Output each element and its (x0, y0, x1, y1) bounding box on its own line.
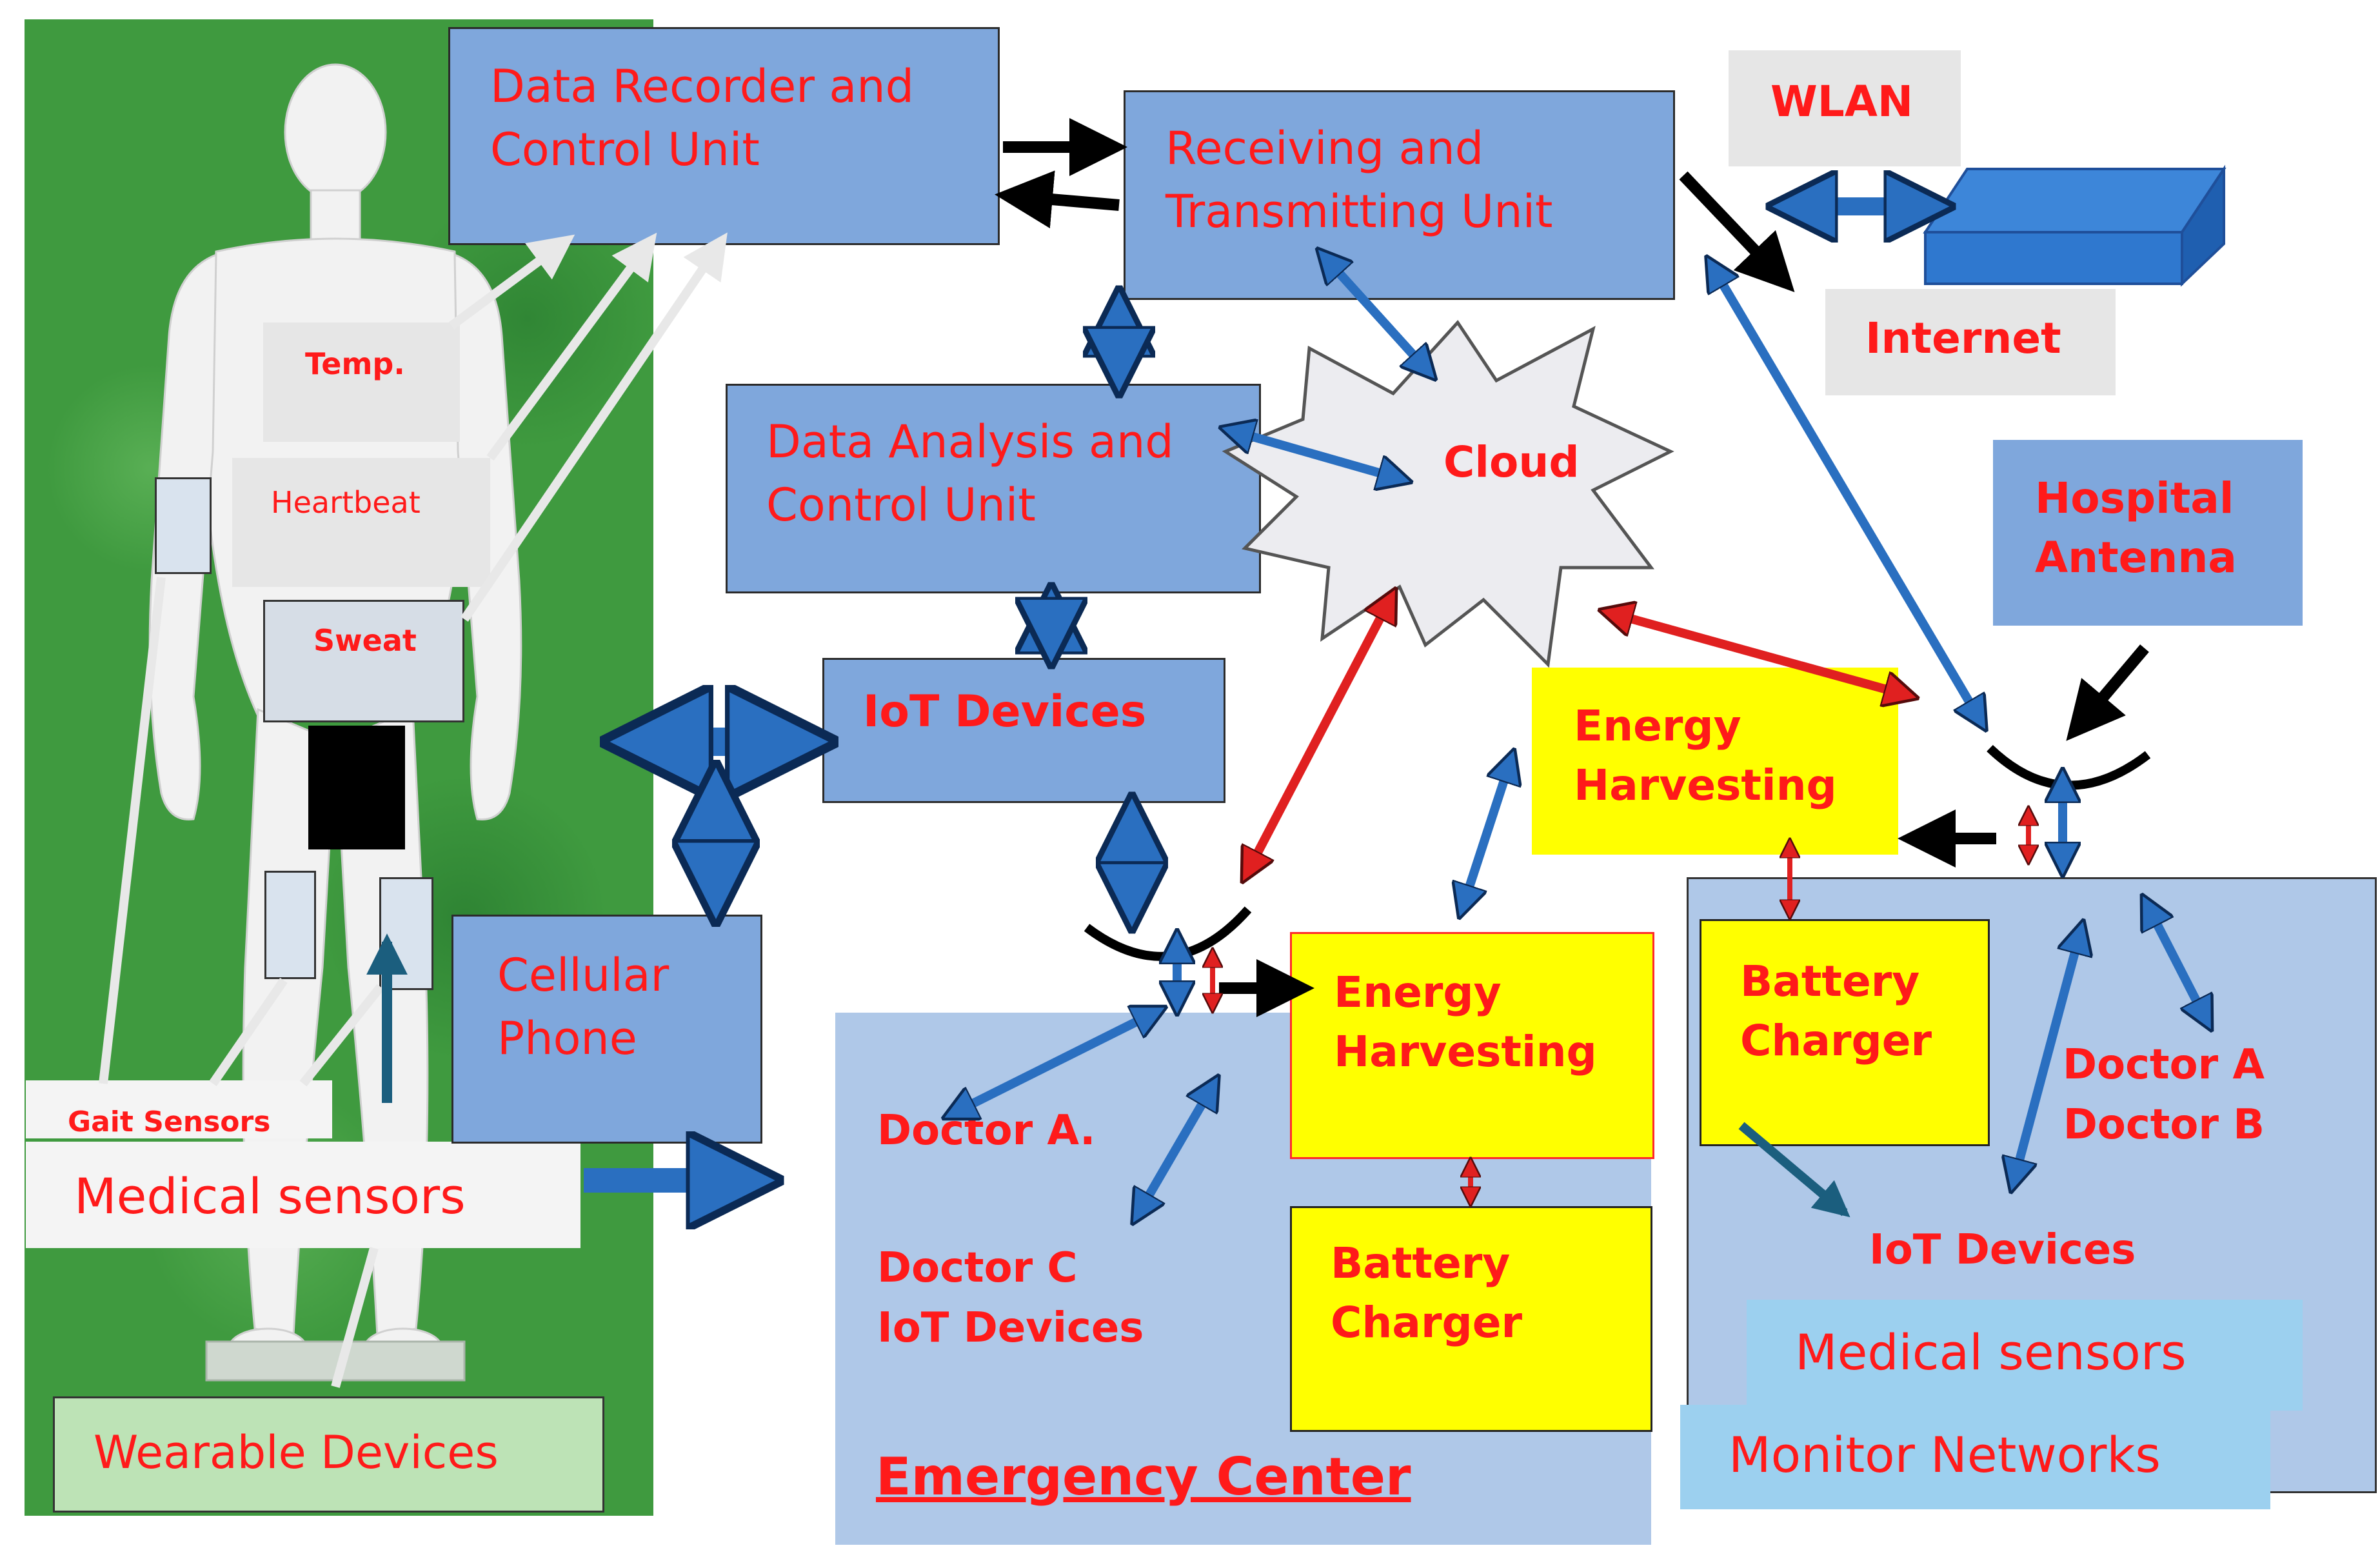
heartbeat-to-recorder-arrow (486, 232, 657, 461)
receiver-to-internet-arrow (1679, 171, 1795, 293)
hs-harvesting-ec-harvesting-arrow (1461, 755, 1512, 913)
receiving-transmitting-label: Receiving and Transmitting Unit (1165, 122, 1553, 238)
hs-antenna-arc (1987, 744, 2151, 790)
cloud-hs-red-arrow (1605, 611, 1912, 697)
wlan-box: WLAN (1729, 50, 1961, 166)
data-recorder-label: Data Recorder and Control Unit (490, 60, 915, 176)
wlan-label: WLAN (1770, 77, 1914, 126)
ec-antenna-doctor-c-arrow (1135, 1080, 1216, 1219)
receiver-cloud-double-arrow (1321, 253, 1432, 375)
cloud-ec-red-arrow (1245, 593, 1393, 877)
hs-battery-charger-label: Battery Charger (1740, 957, 1932, 1066)
gait-line-foot (331, 1247, 379, 1388)
receiver-hospital-antenna-arrow (1709, 261, 1983, 726)
ec-battery-charger-box: Battery Charger (1290, 1206, 1652, 1432)
ec-energy-harvesting-box: Energy Harvesting (1290, 932, 1654, 1159)
data-analysis-label: Data Analysis and Control Unit (766, 415, 1174, 531)
iot-devices-label: IoT Devices (863, 686, 1147, 737)
temp-to-recorder-arrow (448, 234, 575, 330)
hs-antenna-doctors-arrow (2145, 900, 2209, 1026)
ec-antenna-arc (1084, 906, 1252, 961)
heartbeat-label: Heartbeat (271, 485, 421, 520)
sweat-label: Sweat (313, 623, 417, 658)
temp-label-box: Temp. (263, 322, 460, 442)
gait-sensors-box: Gait Sensors (26, 1080, 332, 1138)
gait-sensors-label: Gait Sensors (68, 1106, 271, 1138)
temp-label: Temp. (305, 346, 405, 381)
ec-doctor-c-iot-label: Doctor C IoT Devices (877, 1244, 1144, 1352)
heartbeat-label-box: Heartbeat (232, 458, 490, 587)
monitor-networks-label: Monitor Networks (1729, 1426, 2161, 1484)
hs-iot-devices-label: IoT Devices (1869, 1226, 2136, 1274)
hs-antenna-iot-arrow (2012, 926, 2082, 1187)
thigh-sensor-left (264, 871, 316, 979)
charger-to-iot-arrow (1738, 1122, 1850, 1218)
monitor-networks-box: Monitor Networks (1680, 1405, 2270, 1509)
gait-line-right (299, 984, 384, 1087)
ec-energy-harvesting-label: Energy Harvesting (1334, 968, 1597, 1077)
hs-energy-harvesting-label: Energy Harvesting (1574, 701, 1837, 811)
ec-battery-charger-label: Battery Charger (1331, 1238, 1523, 1348)
cloud-label: Cloud (1443, 437, 1580, 487)
waist-black-block (308, 726, 405, 849)
cellular-phone-label: Cellular Phone (497, 949, 669, 1065)
hs-medical-sensors-box: Medical sensors (1747, 1300, 2303, 1411)
hs-battery-charger-box: Battery Charger (1700, 919, 1990, 1146)
wearable-devices-label: Wearable Devices (94, 1426, 499, 1479)
wearable-devices-box: Wearable Devices (53, 1396, 604, 1513)
analysis-cloud-double-arrow (1225, 429, 1406, 481)
medical-sensors-label: Medical sensors (74, 1167, 466, 1225)
gait-line-arm (99, 577, 166, 1084)
medical-sensors-box: Medical sensors (26, 1142, 580, 1248)
hospital-antenna-box: Hospital Antenna (1993, 440, 2303, 626)
gait-line-left (209, 978, 288, 1086)
cellular-phone-unit: Cellular Phone (451, 915, 762, 1144)
sweat-label-box: Sweat (263, 600, 464, 722)
sweat-to-recorder-arrow (461, 232, 728, 622)
iot-devices-unit: IoT Devices (822, 658, 1225, 803)
hospital-antenna-label: Hospital Antenna (2035, 473, 2237, 583)
emergency-center-title: Emergency Center (876, 1447, 1411, 1507)
antenna-pointer-arrow (2066, 644, 2149, 741)
receiver-to-recorder-arrow (995, 170, 1120, 228)
hs-medical-sensors-label: Medical sensors (1795, 1324, 2187, 1381)
ec-antenna-doctor-a-arrow (948, 1009, 1161, 1116)
arm-sensor-patch (155, 477, 212, 574)
receiving-transmitting-unit: Receiving and Transmitting Unit (1124, 90, 1675, 300)
